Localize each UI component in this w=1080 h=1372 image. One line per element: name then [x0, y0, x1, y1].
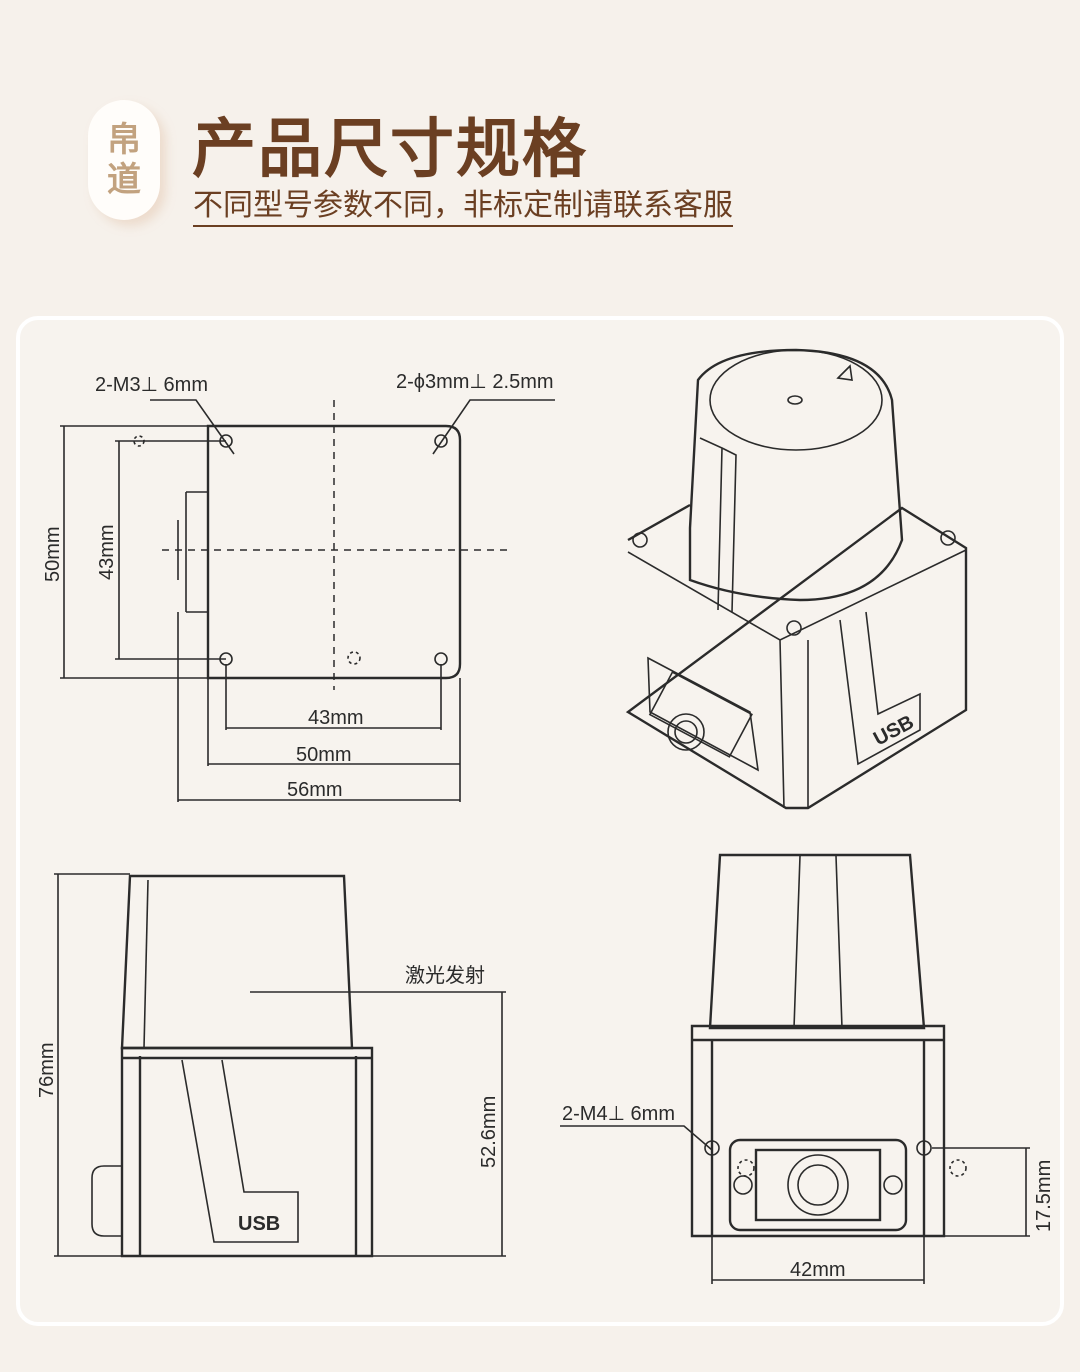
dim-height-43: 43mm	[96, 524, 118, 580]
side-view: 76mm 激光发射 52.6mm USB	[36, 873, 506, 1258]
dim-width-43: 43mm	[308, 707, 364, 729]
dim-height-76: 76mm	[36, 1042, 58, 1098]
top-view: 2-M3⊥ 6mm 2-ϕ3mm⊥ 2.5mm 50mm 43mm 43mm 5…	[42, 371, 555, 802]
badge-char-2: 道	[107, 160, 141, 200]
label-phi3-holes: 2-ϕ3mm⊥ 2.5mm	[396, 371, 554, 393]
dim-width-42: 42mm	[790, 1259, 846, 1281]
side-usb-label: USB	[238, 1213, 280, 1235]
dim-width-50: 50mm	[296, 744, 352, 766]
laser-emission-label: 激光发射	[405, 964, 485, 987]
dim-width-56: 56mm	[287, 779, 343, 801]
front-view: 2-M4⊥ 6mm 42mm 17.5mm	[560, 853, 1055, 1284]
badge-char-1: 帛	[107, 120, 141, 160]
page-subtitle: 不同型号参数不同，非标定制请联系客服	[193, 180, 733, 227]
page-title: 产品尺寸规格	[192, 113, 588, 187]
dim-height-17-5: 17.5mm	[1033, 1160, 1055, 1232]
brand-badge: 帛 道	[88, 100, 160, 220]
drawing-card	[16, 316, 1064, 1326]
dim-height-50: 50mm	[42, 526, 64, 582]
isometric-view: USB	[625, 348, 968, 810]
label-m4-holes: 2-M4⊥ 6mm	[562, 1103, 675, 1125]
label-m3-holes: 2-M3⊥ 6mm	[95, 374, 208, 396]
dim-height-52-6: 52.6mm	[478, 1096, 500, 1168]
